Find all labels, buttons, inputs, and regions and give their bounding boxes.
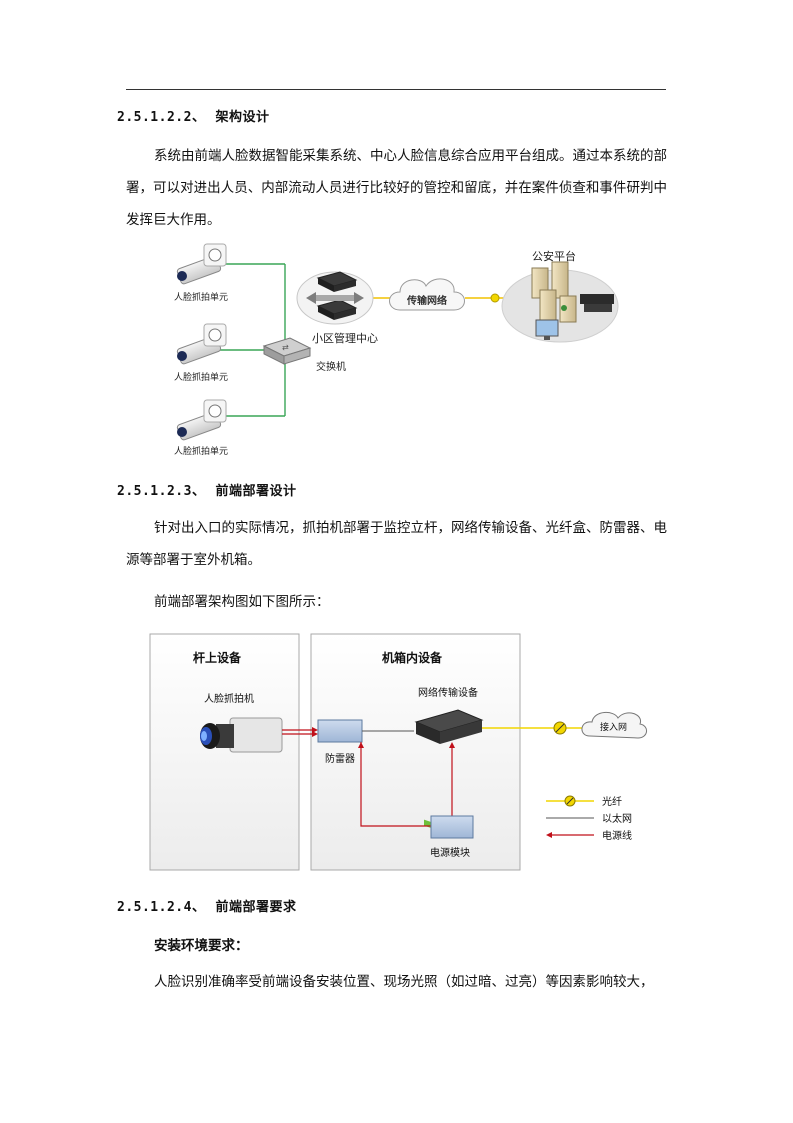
- install-paragraph: 人脸识别准确率受前端设备安装位置、现场光照（如过暗、过亮）等因素影响较大，: [126, 966, 667, 998]
- network-links: [220, 264, 285, 416]
- arrester-box: [318, 720, 362, 742]
- section-heading-deployment: 2.5.1.2.3、前端部署设计: [117, 480, 296, 499]
- architecture-paragraph: 系统由前端人脸数据智能采集系统、中心人脸信息综合应用平台组成。通过本系统的部署，…: [126, 140, 667, 236]
- unit-label: 人脸抓拍单元: [174, 291, 228, 303]
- switch-label: 交换机: [316, 360, 346, 373]
- arrester-label: 防雷器: [325, 752, 355, 765]
- section-title: 架构设计: [215, 110, 269, 125]
- deployment-diagram: 杆上设备 机箱内设备 人脸抓拍机 防雷器 网络传输设备 电源模块: [148, 630, 676, 876]
- camera-label: 人脸抓拍机: [204, 692, 254, 705]
- unit-label: 人脸抓拍单元: [174, 445, 228, 457]
- power-module-box: [431, 816, 473, 838]
- section-number: 2.5.1.2.2、: [117, 110, 205, 125]
- section-number: 2.5.1.2.4、: [117, 900, 205, 915]
- transmitter-label: 网络传输设备: [418, 686, 478, 699]
- cabinet-title: 机箱内设备: [382, 650, 443, 665]
- pole-title: 杆上设备: [193, 650, 242, 665]
- police-platform: [502, 262, 618, 342]
- section-heading-architecture: 2.5.1.2.2、架构设计: [117, 106, 269, 125]
- legend-ethernet: 以太网: [602, 812, 632, 825]
- fiber-connector-icon: [491, 294, 499, 302]
- camera-unit-3: 人脸抓拍单元: [174, 400, 228, 457]
- section-number: 2.5.1.2.3、: [117, 484, 205, 499]
- architecture-diagram: 人脸抓拍单元 人脸抓拍单元 人脸抓拍单元 ⇄ 交换机 小区管理中心: [160, 238, 630, 458]
- center-label: 小区管理中心: [312, 331, 378, 345]
- install-subheading: 安装环境要求：: [154, 934, 249, 954]
- camera-unit-1: 人脸抓拍单元: [174, 244, 228, 303]
- legend-power: 电源线: [602, 829, 632, 842]
- power-label: 电源模块: [430, 846, 470, 859]
- network-label: 传输网络: [406, 294, 447, 307]
- section-title: 前端部署设计: [215, 484, 296, 499]
- unit-label: 人脸抓拍单元: [174, 371, 228, 383]
- section-title: 前端部署要求: [215, 900, 296, 915]
- deployment-intro: 前端部署架构图如下图所示：: [126, 586, 667, 618]
- deployment-paragraph: 针对出入口的实际情况，抓拍机部署于监控立杆，网络传输设备、光纤盒、防雷器、电源等…: [126, 512, 667, 576]
- legend-fiber: 光纤: [602, 795, 622, 808]
- switch-icon: ⇄: [264, 338, 310, 364]
- platform-label: 公安平台: [532, 249, 576, 263]
- cabinet-panel: [311, 634, 520, 870]
- legend: 光纤 以太网 电源线: [546, 795, 632, 842]
- svg-text:⇄: ⇄: [282, 343, 289, 352]
- access-label: 接入网: [600, 721, 627, 733]
- section-heading-requirements: 2.5.1.2.4、前端部署要求: [117, 896, 296, 915]
- camera-unit-2: 人脸抓拍单元: [174, 324, 228, 383]
- management-center: [297, 272, 373, 324]
- header-rule: [126, 89, 666, 90]
